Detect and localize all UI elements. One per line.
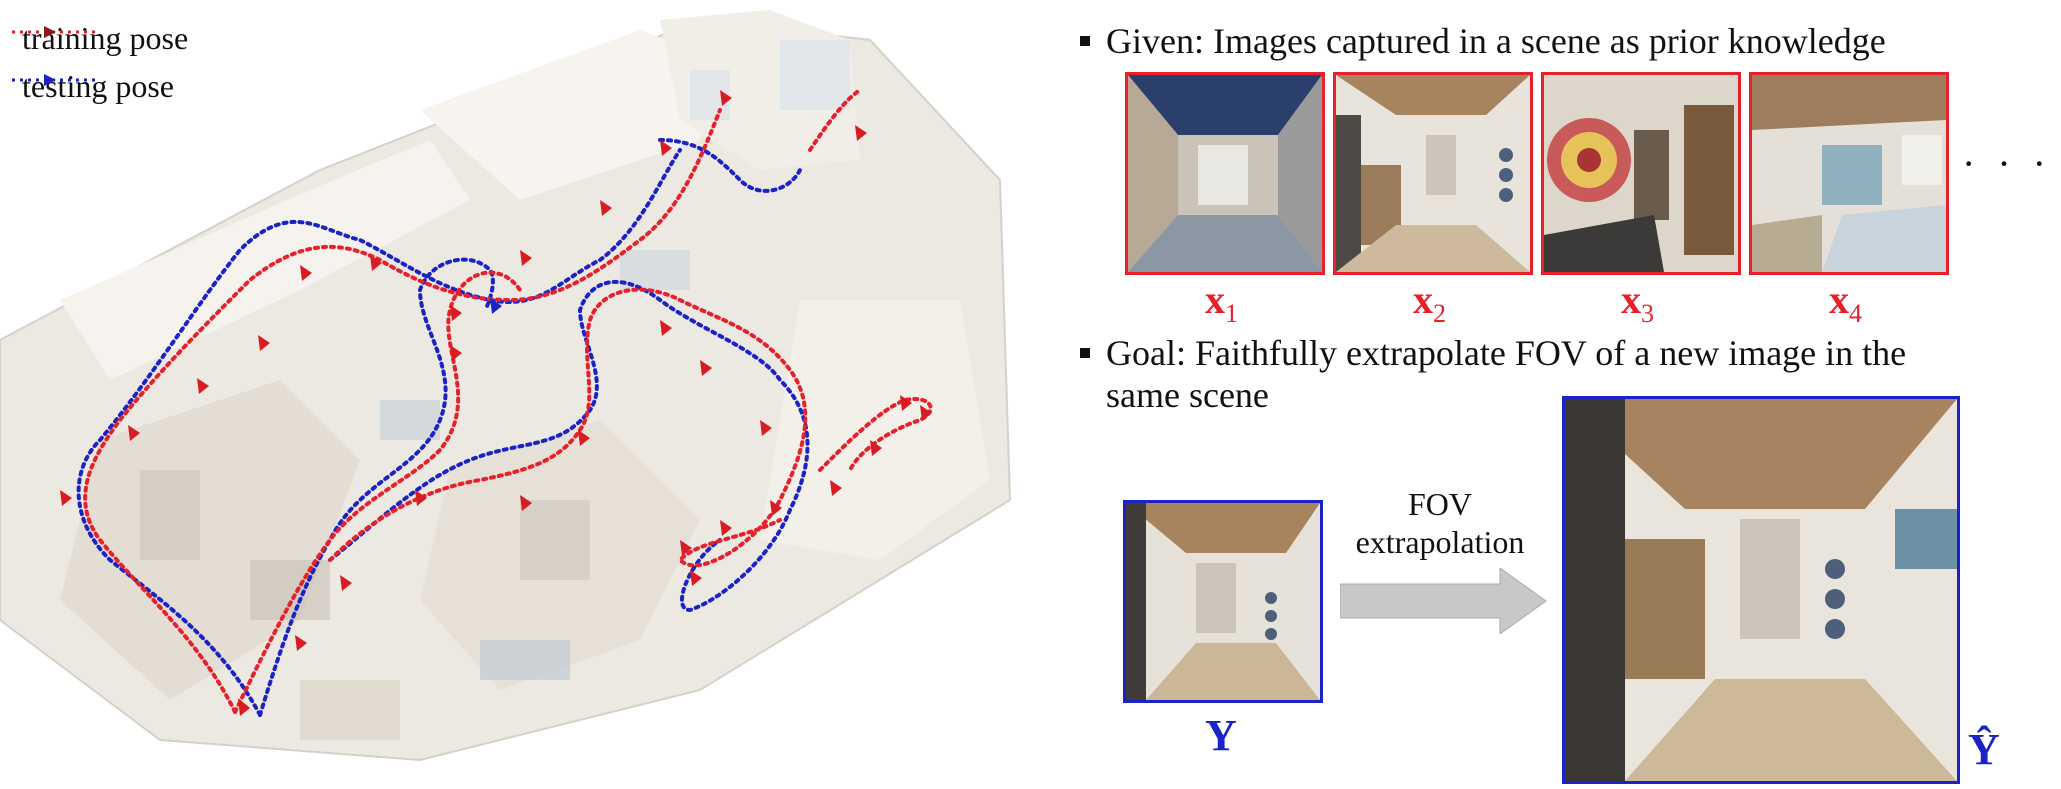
corridor-photo — [1128, 75, 1322, 272]
training-pose — [128, 425, 140, 441]
given-text: Given: Images captured in a scene as pri… — [1106, 21, 1886, 61]
input-image-2 — [1333, 72, 1533, 275]
training-pose — [520, 495, 532, 511]
training-pose-markers — [60, 90, 932, 716]
bullet-square-icon — [1080, 35, 1090, 46]
goal-bullet: Goal: Faithfully extrapolate FOV of a ne… — [1080, 332, 1906, 416]
testing-legend-swatch — [12, 74, 96, 86]
training-legend-swatch — [12, 26, 96, 38]
given-bullet: Given: Images captured in a scene as pri… — [1080, 20, 1886, 62]
right-arrow-icon — [1340, 568, 1547, 634]
label-y-hat: Ŷ — [1968, 725, 2000, 774]
testing-pose — [490, 298, 502, 314]
training-pose — [900, 395, 912, 411]
training-pose — [578, 430, 590, 446]
hallway-photo — [1336, 75, 1530, 272]
legend-training: training pose — [10, 18, 188, 58]
ellipsis: · · · — [1962, 141, 2052, 186]
input-image-4 — [1749, 72, 1949, 275]
fov-label-line1: FOV — [1407, 486, 1472, 522]
training-pose — [660, 320, 672, 336]
training-pose — [690, 570, 702, 586]
training-pose — [520, 250, 532, 266]
testing-pose-markers — [490, 298, 502, 314]
training-pose — [770, 500, 782, 516]
hallway-photo-narrow — [1126, 503, 1320, 700]
training-pose — [450, 345, 462, 361]
training-pose — [600, 200, 612, 216]
output-image — [1562, 396, 1960, 784]
input-image-1 — [1125, 72, 1325, 275]
query-image — [1123, 500, 1323, 703]
fov-label-line2: extrapolation — [1355, 524, 1525, 560]
training-pose — [700, 360, 712, 376]
training-pose — [760, 420, 772, 436]
training-trajectory — [83, 88, 933, 714]
floorplan-render — [0, 10, 1012, 762]
training-pose — [340, 575, 352, 591]
legend-testing-label: testing pose — [22, 67, 174, 104]
label-x2: x2 — [1413, 277, 1446, 328]
training-pose — [370, 255, 382, 271]
entryway-photo — [1544, 75, 1738, 272]
goal-text-line1: Goal: Faithfully extrapolate FOV of a ne… — [1106, 333, 1907, 373]
input-image-3 — [1541, 72, 1741, 275]
legend-training-label: training pose — [22, 19, 189, 56]
label-x4: x4 — [1829, 277, 1862, 328]
training-pose — [415, 490, 427, 506]
label-y: Y — [1205, 711, 1237, 760]
training-pose — [660, 140, 672, 156]
training-pose — [720, 90, 732, 106]
extrapolated-hallway-photo — [1565, 399, 1957, 781]
training-pose — [238, 698, 250, 716]
bullet-square-icon — [1080, 347, 1090, 358]
training-pose — [197, 378, 209, 394]
training-pose — [60, 490, 72, 506]
fov-arrow-label: FOV extrapolation — [1330, 485, 1550, 561]
bedroom-photo — [1752, 75, 1946, 272]
training-pose — [830, 480, 842, 496]
goal-text-line2: same scene — [1106, 375, 1269, 415]
training-pose — [300, 265, 312, 281]
training-pose — [720, 520, 732, 536]
training-pose — [258, 335, 270, 351]
floorplan-panel: training pose testing pose — [0, 10, 1012, 762]
testing-trajectory — [76, 138, 810, 717]
building-shell — [0, 10, 1012, 762]
training-pose — [295, 635, 307, 651]
legend-testing: testing pose — [10, 66, 174, 106]
training-pose — [855, 125, 867, 141]
training-pose — [450, 305, 462, 321]
label-x1: x1 — [1205, 277, 1238, 328]
training-pose — [680, 540, 692, 556]
training-pose — [920, 405, 932, 421]
label-x3: x3 — [1621, 277, 1654, 328]
training-pose — [870, 440, 882, 456]
